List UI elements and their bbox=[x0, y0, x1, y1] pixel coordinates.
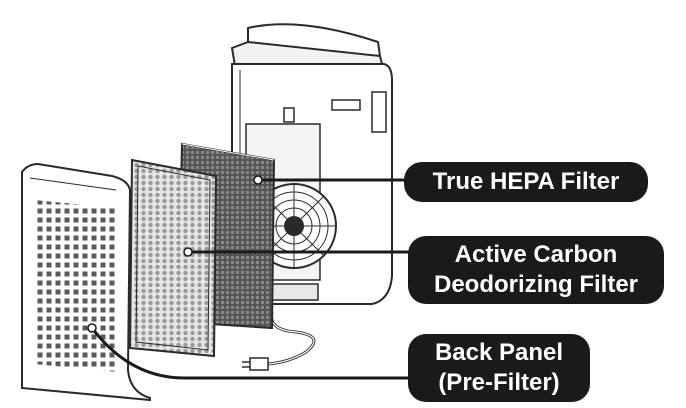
power-cord bbox=[242, 311, 316, 371]
label-carbon-line2: Deodorizing Filter bbox=[434, 271, 638, 298]
leader-dot-hepa bbox=[253, 175, 263, 185]
leader-dot-carbon bbox=[183, 247, 193, 257]
carbon-filter bbox=[128, 158, 218, 358]
leader-dot-back bbox=[87, 323, 97, 333]
label-hepa-line1: True HEPA Filter bbox=[432, 168, 620, 195]
label-carbon-line1: Active Carbon bbox=[454, 241, 618, 268]
leader-back bbox=[90, 327, 410, 380]
leader-lines bbox=[90, 178, 410, 380]
label-active-carbon-filter: Active Carbon Deodorizing Filter bbox=[408, 236, 664, 304]
plug bbox=[249, 357, 269, 371]
label-true-hepa-filter: True HEPA Filter bbox=[404, 162, 648, 202]
label-back-line1: Back Panel bbox=[434, 339, 564, 366]
label-back-line2: (Pre-Filter) bbox=[438, 369, 560, 396]
back-panel bbox=[21, 162, 151, 402]
label-back-panel: Back Panel (Pre-Filter) bbox=[408, 334, 590, 402]
